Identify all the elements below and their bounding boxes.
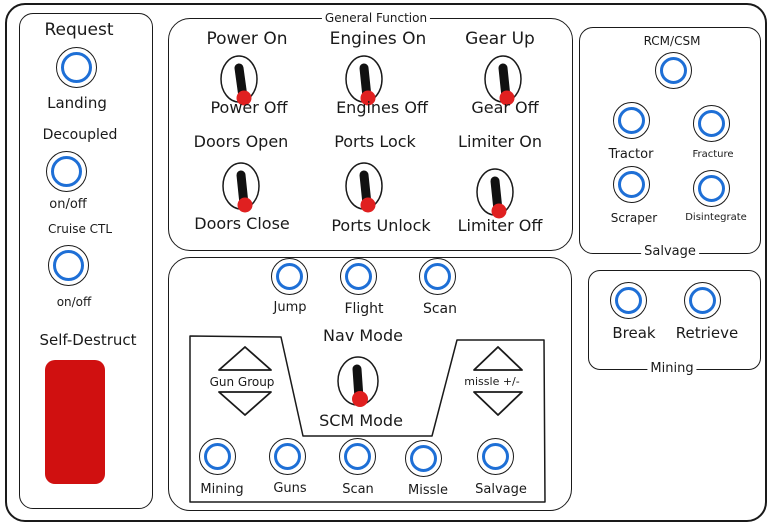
cruise-ctl-label: Cruise CTL bbox=[47, 222, 113, 236]
missle-mode-button[interactable] bbox=[405, 440, 442, 477]
fracture-button[interactable] bbox=[693, 105, 730, 142]
salvage-mode-button[interactable] bbox=[477, 438, 514, 475]
cruise-ctl-button[interactable] bbox=[48, 245, 89, 286]
ports-toggle-switch[interactable] bbox=[343, 160, 389, 216]
break-button[interactable] bbox=[610, 282, 647, 319]
decoupled-label: Decoupled bbox=[42, 127, 118, 143]
rcm-csm-button[interactable] bbox=[655, 52, 692, 89]
cruise-onoff-label: on/off bbox=[56, 295, 92, 309]
limiter-off-label: Limiter Off bbox=[457, 216, 543, 235]
control-panel-frame bbox=[5, 3, 767, 522]
general-function-title: General Function bbox=[321, 12, 431, 24]
request-landing-button[interactable] bbox=[56, 47, 97, 88]
gear-up-label: Gear Up bbox=[465, 29, 535, 49]
scan-mode-button[interactable] bbox=[339, 438, 376, 475]
disintegrate-label: Disintegrate bbox=[685, 212, 747, 223]
fracture-label: Fracture bbox=[692, 149, 734, 160]
mining-panel bbox=[588, 270, 761, 370]
power-on-label: Power On bbox=[206, 29, 288, 49]
guns-mode-label: Guns bbox=[273, 481, 307, 496]
limiter-on-label: Limiter On bbox=[458, 132, 542, 151]
retrieve-button[interactable] bbox=[684, 282, 721, 319]
doors-open-label: Doors Open bbox=[193, 132, 289, 151]
tractor-label: Tractor bbox=[608, 147, 654, 162]
gun-group-down-arrow-icon[interactable] bbox=[216, 390, 274, 418]
doors-close-label: Doors Close bbox=[194, 214, 290, 233]
doors-toggle-switch[interactable] bbox=[220, 160, 266, 216]
guns-mode-button[interactable] bbox=[269, 438, 306, 475]
flight-label: Flight bbox=[344, 301, 384, 317]
gun-group-label: Gun Group bbox=[209, 375, 275, 389]
salvage-title: Salvage bbox=[641, 245, 699, 258]
engines-off-label: Engines Off bbox=[336, 98, 428, 117]
jump-label: Jump bbox=[273, 300, 307, 315]
engines-on-label: Engines On bbox=[329, 29, 427, 49]
decoupled-button[interactable] bbox=[46, 151, 87, 192]
missle-mode-label: Missle bbox=[408, 483, 448, 498]
scm-mode-label: SCM Mode bbox=[319, 411, 403, 430]
self-destruct-button[interactable] bbox=[45, 360, 105, 484]
limiter-toggle-switch[interactable] bbox=[474, 166, 520, 222]
rcm-csm-label: RCM/CSM bbox=[643, 34, 701, 48]
scan-label: Scan bbox=[422, 301, 458, 317]
gear-toggle-switch[interactable] bbox=[482, 53, 528, 109]
missle-down-arrow-icon[interactable] bbox=[471, 390, 525, 418]
scan-mode-label: Scan bbox=[342, 482, 374, 497]
power-off-label: Power Off bbox=[210, 98, 288, 117]
retrieve-label: Retrieve bbox=[675, 324, 739, 342]
gear-off-label: Gear Off bbox=[471, 98, 539, 117]
mining-mode-button[interactable] bbox=[199, 438, 236, 475]
gun-group-up-arrow-icon[interactable] bbox=[216, 344, 274, 372]
disintegrate-button[interactable] bbox=[693, 170, 730, 207]
nav-mode-toggle-switch[interactable] bbox=[333, 354, 383, 412]
missle-label: missle +/- bbox=[464, 375, 520, 388]
self-destruct-label: Self-Destruct bbox=[39, 331, 137, 349]
tractor-button[interactable] bbox=[613, 102, 650, 139]
salvage-mode-label: Salvage bbox=[475, 482, 527, 497]
ports-lock-label: Ports Lock bbox=[334, 132, 416, 151]
break-label: Break bbox=[612, 324, 656, 342]
nav-mode-label: Nav Mode bbox=[323, 326, 403, 345]
flight-button[interactable] bbox=[340, 258, 377, 295]
decoupled-onoff-label: on/off bbox=[49, 197, 87, 212]
mining-title: Mining bbox=[647, 362, 697, 375]
missle-up-arrow-icon[interactable] bbox=[471, 344, 525, 372]
scraper-button[interactable] bbox=[613, 166, 650, 203]
ports-unlock-label: Ports Unlock bbox=[331, 216, 431, 235]
landing-label: Landing bbox=[47, 94, 107, 112]
scan-button[interactable] bbox=[419, 258, 456, 295]
mining-mode-label: Mining bbox=[200, 482, 244, 497]
engines-toggle-switch[interactable] bbox=[343, 53, 389, 109]
request-label: Request bbox=[44, 20, 114, 40]
scraper-label: Scraper bbox=[610, 211, 658, 225]
jump-button[interactable] bbox=[271, 258, 308, 295]
power-toggle-switch[interactable] bbox=[218, 53, 264, 109]
